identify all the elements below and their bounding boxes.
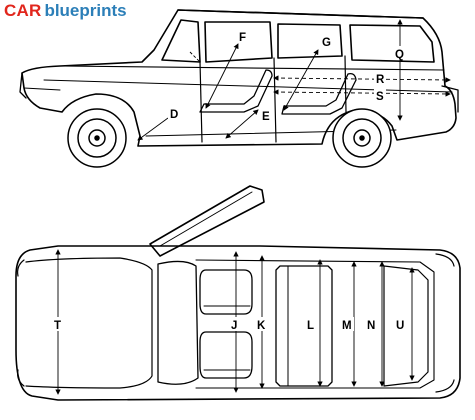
dim-line-G [283,49,319,111]
dim-line-D [137,117,169,141]
carblueprints-logo: CAR blueprints [4,1,127,23]
top-rear-bench [275,265,333,387]
side-front-seat [199,69,273,113]
dim-line-E [225,109,259,139]
side-dimension-lines [137,19,451,141]
top-body-outline [15,245,461,401]
side-window-rear-door [277,23,343,59]
label-R: R [376,74,385,86]
top-open-door [149,185,265,257]
label-K: K [257,320,266,332]
top-windshield [157,260,199,385]
label-L: L [307,320,314,332]
logo-car-text: CAR [4,1,42,20]
label-T: T [54,320,61,332]
dim-line-S [273,89,451,97]
label-E: E [262,111,270,123]
dimension-labels: F G Q R S D E T J K L M N U [53,29,407,332]
label-N: N [367,320,375,332]
logo-blueprints-text: blueprints [44,1,127,20]
label-D: D [170,109,178,121]
dim-line-R [273,75,451,83]
side-view [19,9,459,147]
label-U: U [396,320,404,332]
label-Q: Q [395,49,404,61]
top-view [15,185,461,401]
top-seat-front-right [199,331,253,379]
front-wheel-side [67,108,127,168]
label-M: M [342,320,352,332]
top-seat-front-left [199,269,253,315]
label-J: J [231,320,237,332]
label-F: F [239,32,246,44]
side-rear-seat [281,72,357,115]
rear-wheel-side [332,108,392,168]
label-G: G [322,37,331,49]
side-window-cargo [349,24,435,63]
dim-line-F [205,43,239,109]
label-S: S [376,91,384,103]
